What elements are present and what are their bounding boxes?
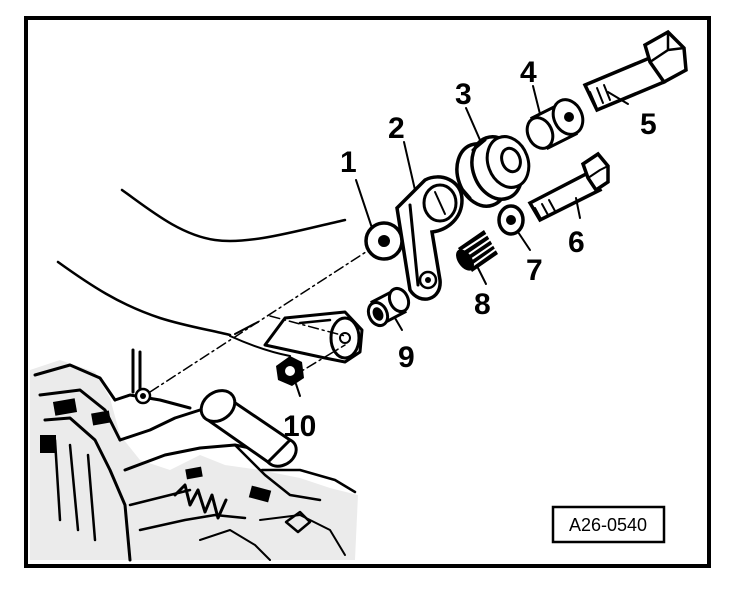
callout-7: 7 [526, 254, 543, 287]
nut-part-10 [276, 356, 304, 386]
housing-outline [56, 188, 347, 357]
callout-4: 4 [520, 56, 537, 89]
sleeve-part-9 [366, 286, 411, 328]
roller-part-3 [455, 135, 531, 208]
callout-6: 6 [568, 226, 585, 259]
callout-2: 2 [388, 112, 405, 145]
callout-8: 8 [474, 288, 491, 321]
callout-1: 1 [340, 146, 357, 179]
callout-5: 5 [640, 108, 657, 141]
leader-lines [295, 85, 629, 397]
callout-3: 3 [455, 78, 472, 111]
gear-selector-mechanism [30, 348, 358, 562]
spring-part-8 [456, 230, 498, 272]
callout-10: 10 [283, 410, 316, 443]
bolt-part-6 [527, 151, 610, 223]
reference-code-box: A26-0540 [551, 505, 666, 544]
bolt-part-5 [582, 29, 688, 113]
bushing-part-4 [525, 98, 585, 150]
callout-9: 9 [398, 341, 415, 374]
reference-code: A26-0540 [569, 515, 647, 535]
bracket-part-2 [395, 175, 464, 301]
selector-lever [199, 310, 364, 468]
washer-part-7 [497, 204, 525, 236]
